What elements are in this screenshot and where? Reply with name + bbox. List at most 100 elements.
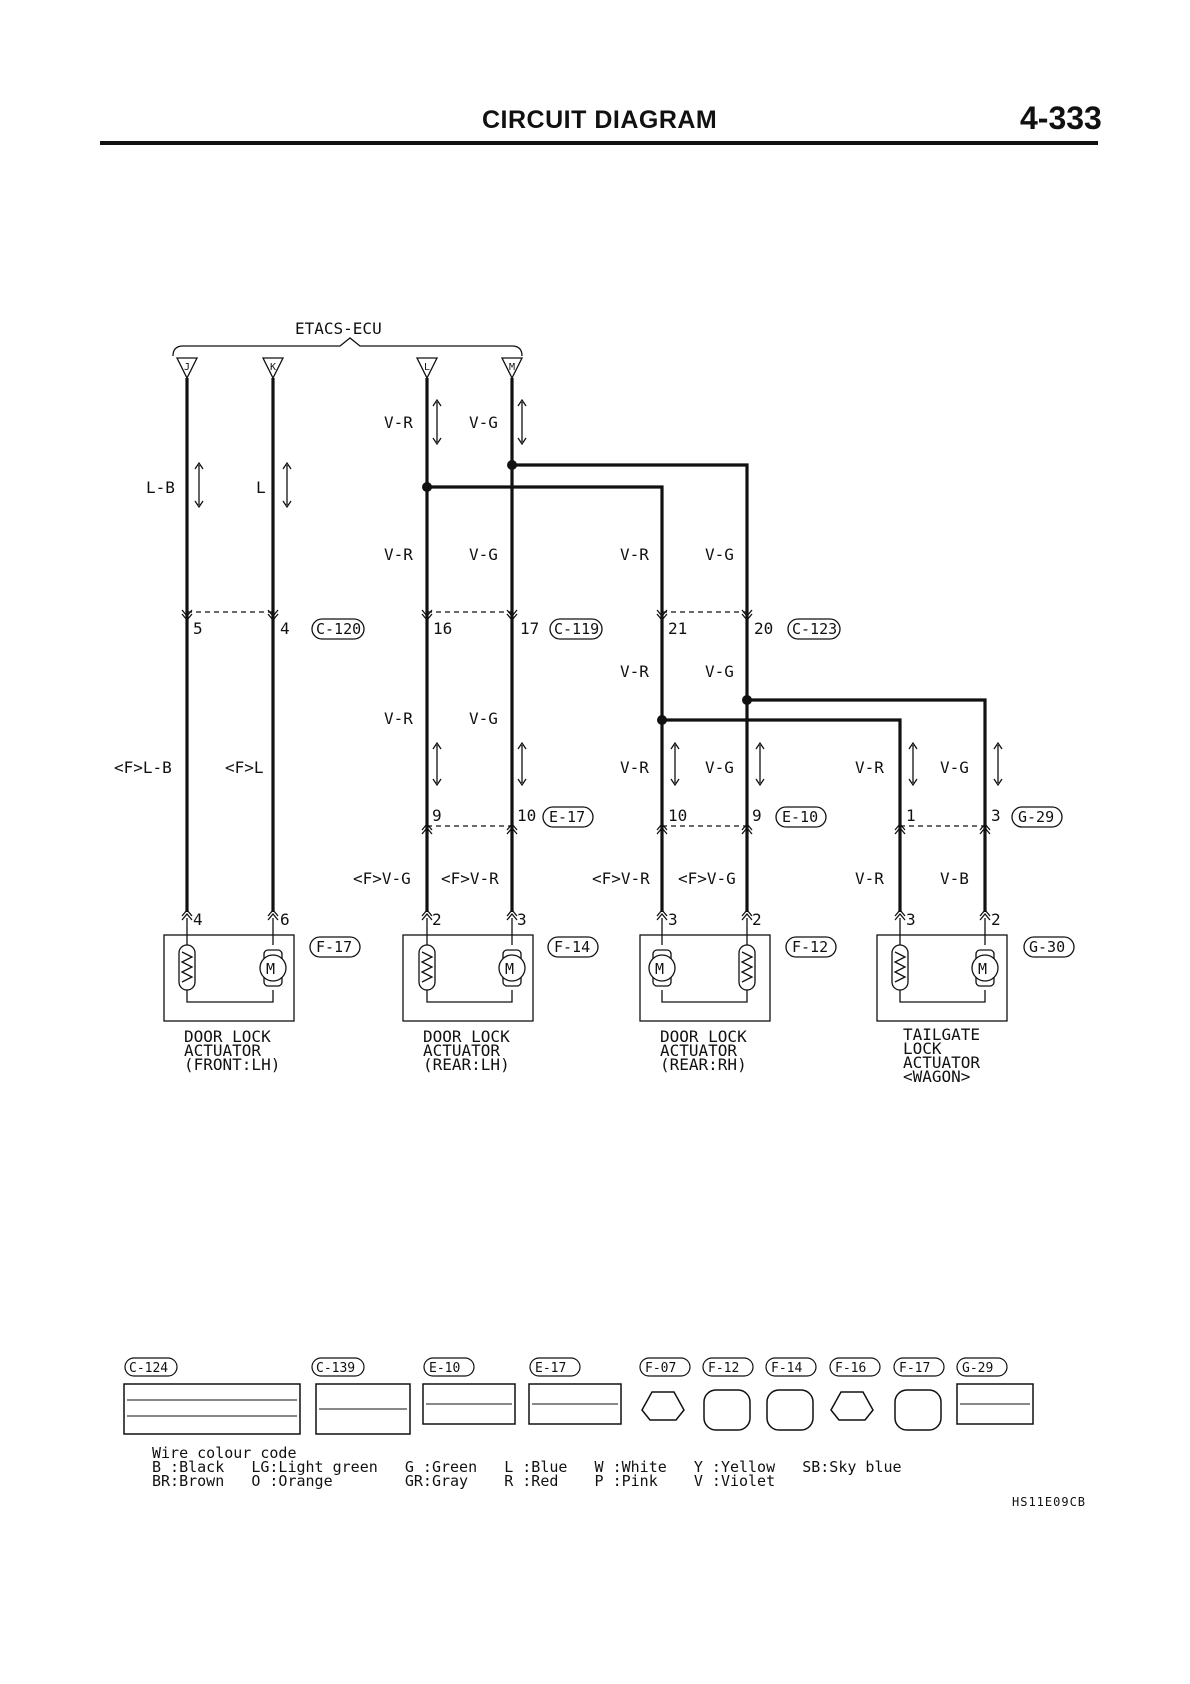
svg-text:ACTUATOR: ACTUATOR [423, 1041, 500, 1060]
svg-text:G-29: G-29 [962, 1361, 993, 1376]
svg-text:V-G: V-G [705, 662, 734, 681]
terminal-m [500, 357, 524, 380]
badge-e10 [775, 806, 827, 828]
badge-c120 [311, 618, 365, 640]
page-number: 4-333 [1020, 100, 1102, 136]
connector-view-e10 [422, 1383, 516, 1425]
connector-view-f07 [641, 1391, 685, 1421]
ecu-name: ETACS-ECU [295, 319, 382, 338]
svg-text:9: 9 [752, 806, 762, 825]
svg-text:E-17: E-17 [535, 1361, 566, 1376]
splice-2 [507, 460, 517, 470]
arrow-1 [194, 461, 204, 509]
badge-g30 [1023, 936, 1075, 958]
page-title: CIRCUIT DIAGRAM [482, 106, 718, 134]
svg-text:(FRONT:LH): (FRONT:LH) [184, 1055, 280, 1074]
svg-text:1: 1 [906, 806, 916, 825]
svg-text:V-G: V-G [940, 758, 969, 777]
label-lb: L-B [146, 478, 175, 497]
svg-text:LOCK: LOCK [903, 1039, 942, 1058]
svg-text:10: 10 [668, 806, 687, 825]
svg-text:M: M [266, 960, 275, 978]
svg-text:3: 3 [906, 910, 916, 929]
wire-vg-branch-1 [512, 463, 749, 912]
legend-title: Wire colour code [152, 1444, 297, 1462]
svg-text:E-10: E-10 [782, 808, 818, 826]
svg-text:2: 2 [432, 910, 442, 929]
svg-text:V-R: V-R [620, 758, 649, 777]
label-vr-1: V-R [384, 413, 413, 432]
svg-text:V-G: V-G [705, 545, 734, 564]
svg-text:ACTUATOR: ACTUATOR [903, 1053, 980, 1072]
svg-text:V-G: V-G [469, 545, 498, 564]
svg-text:G-29: G-29 [1018, 808, 1054, 826]
reference-code: HS11E09CB [1012, 1495, 1087, 1509]
svg-text:F-12: F-12 [708, 1361, 739, 1376]
svg-text:<WAGON>: <WAGON> [903, 1067, 970, 1086]
svg-text:V-G: V-G [469, 709, 498, 728]
svg-text:TAILGATE: TAILGATE [903, 1025, 980, 1044]
arrow-2 [282, 461, 292, 509]
svg-text:<F>V-R: <F>V-R [592, 869, 650, 888]
wire-vg-branch-2 [747, 698, 987, 912]
arrow-6 [517, 741, 527, 787]
svg-text:2: 2 [991, 910, 1001, 929]
svg-text:E-17: E-17 [549, 808, 585, 826]
thermal-element-icon [178, 944, 909, 991]
svg-text:20: 20 [754, 619, 773, 638]
header-rule [100, 141, 1098, 145]
svg-text:ACTUATOR: ACTUATOR [184, 1041, 261, 1060]
label-l: L [256, 478, 266, 497]
svg-text:<F>V-G: <F>V-G [678, 869, 736, 888]
connector-view-f14 [766, 1389, 814, 1431]
svg-text:16: 16 [433, 619, 452, 638]
svg-text:3: 3 [991, 806, 1001, 825]
ecu-bracket [172, 337, 523, 357]
svg-text:F-14: F-14 [554, 938, 590, 956]
terminal-l [415, 357, 439, 380]
svg-text:F-14: F-14 [771, 1361, 802, 1376]
svg-text:<F>L-B: <F>L-B [114, 758, 172, 777]
splice-4 [742, 695, 752, 705]
badge-c119 [549, 618, 603, 640]
svg-text:C-123: C-123 [792, 620, 837, 638]
svg-text:V-R: V-R [384, 545, 413, 564]
arrow-3 [432, 398, 442, 446]
svg-text:M: M [655, 960, 664, 978]
svg-text:3: 3 [517, 910, 527, 929]
arrow-10 [993, 741, 1003, 787]
connector-view-f12 [703, 1389, 751, 1431]
svg-text:<F>L: <F>L [225, 758, 264, 777]
actuator-box-rear-rh [639, 934, 771, 1022]
svg-text:F-12: F-12 [792, 938, 828, 956]
svg-text:F-16: F-16 [835, 1361, 866, 1376]
svg-text:DOOR LOCK: DOOR LOCK [184, 1027, 271, 1046]
svg-text:2: 2 [752, 910, 762, 929]
svg-text:M: M [505, 960, 514, 978]
svg-text:<F>V-R: <F>V-R [441, 869, 499, 888]
label-vg-1: V-G [469, 413, 498, 432]
connector-view-c139 [315, 1383, 411, 1435]
svg-text:V-G: V-G [705, 758, 734, 777]
splice-1 [422, 482, 432, 492]
connector-view-g29 [956, 1383, 1034, 1425]
badge-e17 [542, 806, 594, 828]
terminal-k-label: K [270, 362, 276, 373]
svg-text:DOOR LOCK: DOOR LOCK [660, 1027, 747, 1046]
svg-text:F-07: F-07 [645, 1361, 676, 1376]
svg-text:F-17: F-17 [316, 938, 352, 956]
svg-text:4: 4 [280, 619, 290, 638]
svg-text:17: 17 [520, 619, 539, 638]
arrow-5 [432, 741, 442, 787]
connector-view-c124 [123, 1383, 301, 1435]
badge-f12 [785, 936, 837, 958]
splice-3 [657, 715, 667, 725]
svg-text:10: 10 [517, 806, 536, 825]
svg-text:21: 21 [668, 619, 687, 638]
connector-view-f16 [830, 1391, 874, 1421]
svg-text:M: M [978, 960, 987, 978]
svg-text:V-R: V-R [620, 545, 649, 564]
svg-text:V-R: V-R [855, 758, 884, 777]
connector-view-e17 [528, 1383, 622, 1425]
svg-text:V-R: V-R [620, 662, 649, 681]
